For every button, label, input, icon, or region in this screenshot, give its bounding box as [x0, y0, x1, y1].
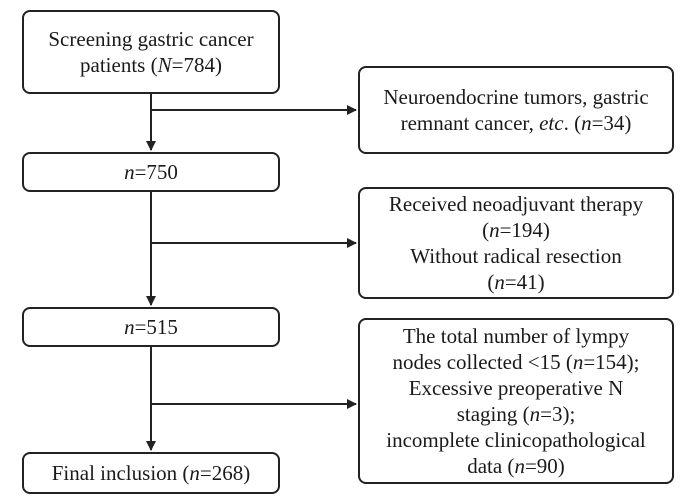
text-segment: data (	[467, 454, 515, 478]
italic-symbol: n	[124, 160, 135, 184]
italic-symbol: n	[529, 402, 541, 426]
text-segment: . (	[563, 111, 582, 135]
text-segment: nodes collected <15 (	[392, 350, 573, 374]
box-n-515: n=515	[22, 307, 280, 347]
italic-symbol: etc	[539, 111, 564, 135]
italic-symbol: n	[494, 270, 505, 294]
box-text-line: Without radical resection	[410, 243, 621, 269]
text-segment: Without radical resection	[410, 244, 622, 268]
box-text-line: patients (N=784)	[80, 52, 222, 78]
box-n-750: n=750	[22, 152, 280, 192]
text-segment: remnant cancer,	[400, 111, 540, 135]
text-segment: =750	[134, 160, 178, 184]
text-segment: =90)	[524, 454, 565, 478]
box-text-line: nodes collected <15 (n=154);	[392, 349, 639, 375]
text-segment: incomplete clinicopathological	[386, 428, 646, 452]
box-text-line: (n=194)	[482, 217, 550, 243]
box-text-line: Excessive preoperative N	[409, 375, 624, 401]
box-text-line: data (n=90)	[467, 453, 565, 479]
text-segment: =34)	[591, 111, 632, 135]
text-segment: =268)	[199, 461, 251, 485]
italic-symbol: n	[572, 350, 584, 374]
text-segment: =3);	[540, 402, 576, 426]
italic-symbol: n	[189, 461, 200, 485]
text-segment: =784)	[171, 53, 222, 77]
text-segment: staging (	[456, 402, 530, 426]
italic-symbol: n	[124, 315, 135, 339]
text-segment: =154);	[583, 350, 640, 374]
italic-symbol: n	[514, 454, 525, 478]
box-exclusion-neoadjuvant: Received neoadjuvant therapy(n=194)Witho…	[358, 187, 674, 299]
text-segment: The total number of lympy	[402, 324, 630, 348]
box-text-line: Screening gastric cancer	[48, 26, 253, 52]
box-text-line: Final inclusion (n=268)	[52, 460, 251, 486]
box-text-line: Neuroendocrine tumors, gastric	[383, 84, 648, 110]
text-segment: Neuroendocrine tumors, gastric	[383, 85, 649, 109]
box-text-line: n=515	[124, 314, 178, 340]
italic-symbol: n	[581, 111, 592, 135]
text-segment: (	[487, 270, 495, 294]
box-final-inclusion: Final inclusion (n=268)	[22, 452, 280, 494]
box-text-line: incomplete clinicopathological	[386, 427, 646, 453]
italic-symbol: n	[489, 218, 500, 242]
text-segment: Screening gastric cancer	[48, 27, 254, 51]
box-text-line: The total number of lympy	[403, 323, 629, 349]
text-segment: Final inclusion (	[51, 461, 190, 485]
box-text-line: (n=41)	[487, 269, 544, 295]
text-segment: Received neoadjuvant therapy	[388, 192, 644, 216]
text-segment: Excessive preoperative N	[408, 376, 624, 400]
italic-symbol: N	[157, 53, 172, 77]
text-segment: patients (	[80, 53, 158, 77]
box-text-line: staging (n=3);	[457, 401, 576, 427]
box-text-line: n=750	[124, 159, 178, 185]
text-segment: =41)	[504, 270, 545, 294]
box-text-line: Received neoadjuvant therapy	[389, 191, 643, 217]
text-segment: =515	[134, 315, 178, 339]
box-text-line: remnant cancer, etc. (n=34)	[401, 110, 632, 136]
text-segment: =194)	[499, 218, 550, 242]
text-segment: (	[482, 218, 490, 242]
